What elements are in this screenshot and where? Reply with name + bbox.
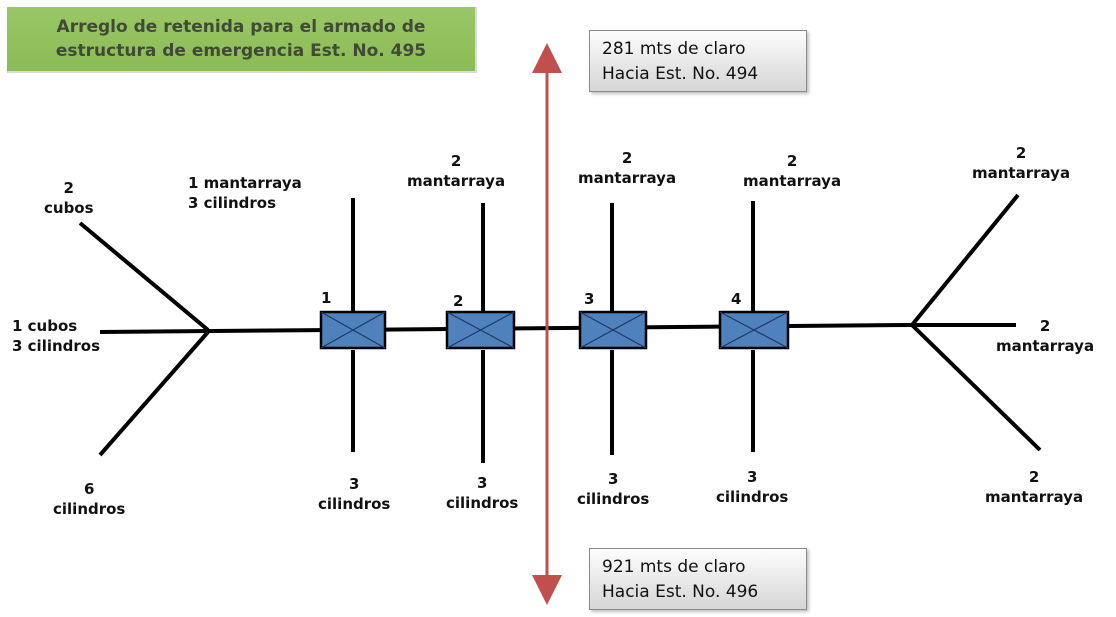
structure-number-4: 4 [731,290,742,308]
right-upper-qty: 2 [1015,144,1027,162]
structure-3-bottom-label: 3 cilindros [577,469,649,509]
structure-1-bottom-type: cilindros [318,495,391,513]
structure-2-top-type: mantarraya [407,172,506,190]
span-to-496-distance: 921 mts de claro [602,557,746,577]
left-upper-qty: 2 [63,179,74,197]
span-to-494-destination: Hacia Est. No. 494 [602,64,759,84]
left-upper-guy-label: 2 cubos [44,178,94,218]
structure-1-top-line1: 1 mantarraya [188,174,302,192]
right-guy-upper [910,193,1020,327]
structure-2-bottom-label: 3 cilindros [446,473,518,513]
span-box-to-494: 281 mts de claro Hacia Est. No. 494 [589,30,807,92]
structure-2-top-qty: 2 [450,152,462,170]
right-middle-guy-label: 2 mantarraya [996,316,1094,356]
left-upper-type: cubos [44,199,94,217]
left-lower-qty: 6 [83,480,95,498]
structure-1-bottom-label: 3 cilindros [318,474,390,514]
structure-box-3 [578,310,648,350]
right-lower-qty: 2 [1028,468,1040,486]
structure-4-bottom-qty: 3 [746,468,758,486]
structure-number-2: 2 [453,292,464,310]
structure-number-3: 3 [584,290,595,308]
right-middle-type: mantarraya [996,337,1095,355]
structure-box-2 [445,310,516,350]
structure-3-bottom-type: cilindros [577,490,650,508]
structure-3-bottom-qty: 3 [607,470,619,488]
structure-2-bottom-qty: 3 [476,474,488,492]
right-middle-qty: 2 [1039,317,1051,335]
span-to-494-distance: 281 mts de claro [602,39,746,59]
right-guy-lower [910,323,1042,452]
structure-1-top-label: 1 mantarraya 3 cilindros [188,173,302,213]
structure-2-bottom-type: cilindros [446,494,519,512]
left-guy-lower [98,330,210,457]
structure-2-top-label: 2 mantarraya [407,151,505,191]
right-lower-guy-label: 2 mantarraya [985,467,1083,507]
right-lower-type: mantarraya [985,488,1084,506]
title-line-2: estructura de emergencia Est. No. 495 [55,41,427,61]
structure-1-top-line2: 3 cilindros [188,194,277,212]
right-upper-type: mantarraya [972,164,1071,182]
left-middle-line1: 1 cubos [12,317,78,335]
structure-4-top-label: 2 mantarraya [743,151,841,191]
structure-3-top-label: 2 mantarraya [578,148,676,188]
structure-number-1: 1 [321,289,332,307]
structure-4-bottom-type: cilindros [716,488,789,506]
span-to-496-destination: Hacia Est. No. 496 [602,582,759,602]
structure-4-top-type: mantarraya [743,172,842,190]
left-lower-guy-label: 6 cilindros [53,479,125,519]
structure-3-top-type: mantarraya [578,169,677,187]
left-middle-guy-label: 1 cubos 3 cilindros [12,316,100,356]
left-guy-upper [78,221,210,332]
left-lower-type: cilindros [53,500,126,518]
title-line-1: Arreglo de retenida para el armado de [56,17,426,37]
span-box-to-496: 921 mts de claro Hacia Est. No. 496 [589,548,807,610]
structure-box-4 [718,310,790,350]
structure-4-bottom-label: 3 cilindros [716,467,788,507]
structure-3-top-qty: 2 [621,149,633,167]
diagram-title: Arreglo de retenida para el armado de es… [7,7,477,73]
left-middle-line2: 3 cilindros [12,337,101,355]
structure-4-top-qty: 2 [786,152,798,170]
structure-box-1 [319,310,387,350]
right-upper-guy-label: 2 mantarraya [972,143,1070,183]
structure-1-bottom-qty: 3 [348,475,360,493]
